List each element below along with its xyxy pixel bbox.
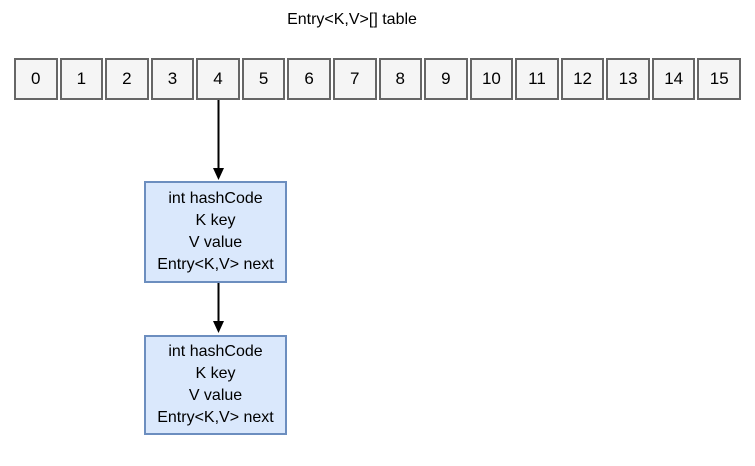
table-cell-9: 9 — [424, 58, 468, 100]
entry2-field-hashcode: int hashCode — [168, 343, 263, 360]
table-cell-13: 13 — [606, 58, 650, 100]
arrow-entry1-to-entry2-head-icon — [213, 321, 224, 333]
entry1-field-hashcode: int hashCode — [168, 190, 263, 207]
entry2-field-next: Entry<K,V> next — [157, 409, 274, 426]
table-cell-4: 4 — [196, 58, 240, 100]
diagram-title: Entry<K,V>[] table — [287, 11, 417, 28]
table-cell-15: 15 — [697, 58, 741, 100]
table-cell-14: 14 — [651, 58, 696, 100]
table-cell-10: 10 — [469, 58, 514, 100]
table-cell-7: 7 — [332, 58, 377, 100]
hash-table-array: 0 1 2 3 4 5 6 7 8 9 10 11 12 13 14 15 — [14, 58, 741, 100]
table-cell-1: 1 — [59, 58, 104, 100]
entry-node-2: int hashCode K key V value Entry<K,V> ne… — [144, 335, 287, 435]
table-cell-6: 6 — [287, 58, 331, 100]
entry-node-1: int hashCode K key V value Entry<K,V> ne… — [144, 181, 287, 283]
table-cell-2: 2 — [105, 58, 149, 100]
entry1-field-value: V value — [188, 234, 243, 251]
table-cell-12: 12 — [560, 58, 605, 100]
table-cell-8: 8 — [378, 58, 423, 100]
table-cell-0: 0 — [14, 58, 58, 100]
table-cell-3: 3 — [150, 58, 195, 100]
entry1-field-key: K key — [195, 212, 236, 229]
entry1-field-next: Entry<K,V> next — [157, 256, 274, 273]
entry2-field-key: K key — [195, 365, 236, 382]
table-cell-11: 11 — [515, 58, 559, 100]
entry2-field-value: V value — [188, 387, 243, 404]
arrow-table-to-entry1-head-icon — [213, 168, 224, 180]
table-cell-5: 5 — [241, 58, 286, 100]
